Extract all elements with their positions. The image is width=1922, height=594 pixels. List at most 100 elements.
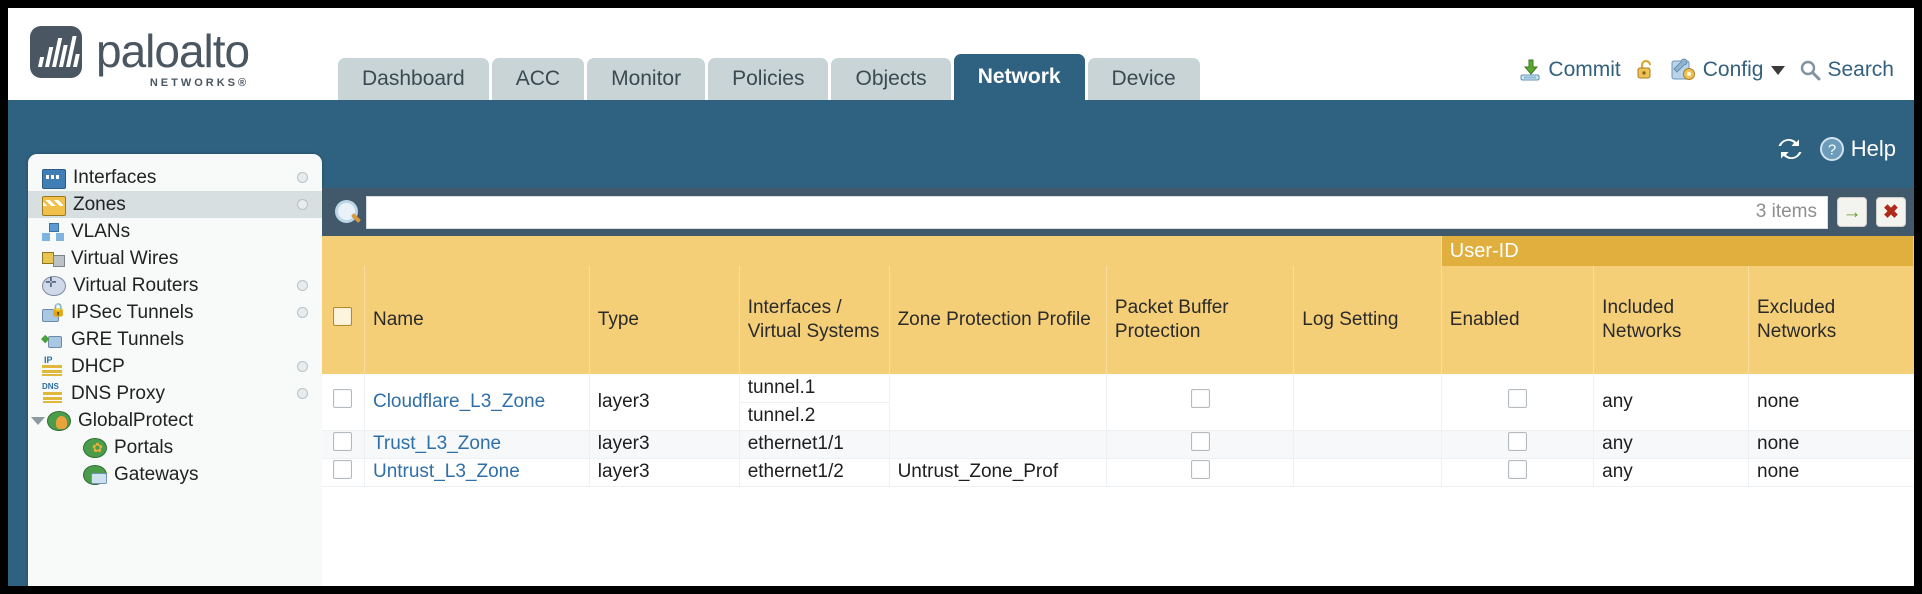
packet-buffer-protection-checkbox[interactable] bbox=[1190, 389, 1210, 409]
zone-name-link[interactable]: Trust_L3_Zone bbox=[372, 433, 502, 454]
chevron-down-icon bbox=[31, 416, 45, 425]
cell-excluded-networks: none bbox=[1748, 374, 1914, 431]
sidebar-item-vlans[interactable]: VLANs bbox=[28, 218, 322, 245]
row-select-cell[interactable] bbox=[322, 430, 365, 459]
cell-name[interactable]: Cloudflare_L3_Zone bbox=[364, 374, 590, 431]
sidebar-item-virtual-wires[interactable]: Virtual Wires bbox=[28, 245, 322, 272]
column-header-packet-buffer-protection[interactable]: Packet Buffer Protection bbox=[1106, 266, 1295, 374]
table-row[interactable]: Cloudflare_L3_Zone layer3 tunnel.1 any n… bbox=[322, 374, 1914, 431]
row-checkbox[interactable] bbox=[333, 459, 353, 479]
row-select-cell[interactable] bbox=[322, 374, 365, 431]
tab-objects[interactable]: Objects bbox=[831, 58, 951, 100]
zones-table: User-ID Name Type Interfaces / Virtual S… bbox=[322, 236, 1914, 487]
cell-type: layer3 bbox=[589, 374, 740, 431]
ipsec-tunnels-icon bbox=[42, 302, 66, 322]
cell-interface: tunnel.1 bbox=[739, 374, 890, 403]
brand-tagline: NETWORKS® bbox=[149, 77, 250, 89]
sidebar-item-gre-tunnels[interactable]: GRE Tunnels bbox=[28, 326, 322, 353]
zone-name-link[interactable]: Cloudflare_L3_Zone bbox=[372, 390, 546, 412]
group-header-user-id: User-ID bbox=[1441, 236, 1914, 266]
column-header-name[interactable]: Name bbox=[364, 266, 590, 374]
refresh-button[interactable] bbox=[1777, 137, 1803, 161]
cell-packet-buffer-protection[interactable] bbox=[1106, 374, 1295, 431]
sub-header-bar: ? Help bbox=[8, 100, 1914, 188]
search-button[interactable]: Search bbox=[1799, 58, 1894, 82]
status-dot bbox=[297, 172, 308, 183]
sidebar-item-label: VLANs bbox=[71, 220, 131, 242]
cell-zone-protection-profile bbox=[889, 374, 1107, 431]
user-id-enabled-checkbox[interactable] bbox=[1507, 431, 1527, 451]
sidebar-item-ipsec-tunnels[interactable]: IPSec Tunnels bbox=[28, 299, 322, 326]
column-header-included-networks[interactable]: Included Networks bbox=[1593, 266, 1750, 374]
column-header-excluded-networks[interactable]: Excluded Networks bbox=[1748, 266, 1914, 374]
expand-collapse-toggle[interactable] bbox=[30, 416, 46, 425]
main-navigation-tabs: Dashboard ACC Monitor Policies Objects N… bbox=[338, 54, 1203, 100]
column-header-interfaces-virtual-systems[interactable]: Interfaces / Virtual Systems bbox=[739, 266, 890, 374]
filter-bar: 3 items → ✖ bbox=[322, 188, 1914, 236]
cell-user-id-enabled[interactable] bbox=[1441, 374, 1595, 431]
select-all-checkbox[interactable] bbox=[333, 306, 353, 326]
column-header-type[interactable]: Type bbox=[589, 266, 740, 374]
table-row[interactable]: Untrust_L3_Zone layer3 ethernet1/2 Untru… bbox=[322, 458, 1914, 487]
column-header-log-setting[interactable]: Log Setting bbox=[1293, 266, 1442, 374]
config-label: Config bbox=[1702, 58, 1764, 81]
cell-log-setting bbox=[1293, 430, 1442, 459]
column-header-enabled[interactable]: Enabled bbox=[1441, 266, 1595, 374]
sidebar-item-label: Zones bbox=[73, 193, 126, 215]
network-sidebar[interactable]: Interfaces Zones VLANs Virtual Wires Vir… bbox=[28, 154, 322, 586]
cell-excluded-networks: none bbox=[1748, 458, 1914, 487]
table-row[interactable]: Trust_L3_Zone layer3 ethernet1/1 any non… bbox=[322, 430, 1914, 459]
help-button[interactable]: ? Help bbox=[1819, 136, 1896, 162]
column-header-zone-protection-profile[interactable]: Zone Protection Profile bbox=[889, 266, 1107, 374]
cell-interface: tunnel.2 bbox=[739, 402, 890, 431]
packet-buffer-protection-checkbox[interactable] bbox=[1190, 459, 1210, 479]
cell-packet-buffer-protection[interactable] bbox=[1106, 430, 1295, 459]
user-id-enabled-checkbox[interactable] bbox=[1507, 389, 1527, 409]
config-icon bbox=[1671, 58, 1695, 80]
sidebar-item-virtual-routers[interactable]: Virtual Routers bbox=[28, 272, 322, 299]
cell-packet-buffer-protection[interactable] bbox=[1106, 458, 1295, 487]
table-group-header-row: User-ID bbox=[322, 236, 1914, 266]
search-input[interactable]: 3 items bbox=[366, 195, 1828, 229]
cell-included-networks: any bbox=[1593, 458, 1750, 487]
sidebar-item-dns-proxy[interactable]: DNS Proxy bbox=[28, 380, 322, 407]
packet-buffer-protection-checkbox[interactable] bbox=[1190, 431, 1210, 451]
header-action-bar: Commit Config bbox=[1518, 58, 1894, 82]
cell-user-id-enabled[interactable] bbox=[1441, 430, 1595, 459]
select-all-header[interactable] bbox=[322, 266, 365, 374]
clear-filter-button[interactable]: ✖ bbox=[1876, 197, 1906, 227]
tab-policies[interactable]: Policies bbox=[708, 58, 829, 100]
lock-button[interactable] bbox=[1635, 58, 1657, 82]
svg-text:?: ? bbox=[1828, 142, 1836, 159]
status-dot bbox=[297, 199, 308, 210]
tab-device[interactable]: Device bbox=[1087, 58, 1200, 100]
cell-name[interactable]: Untrust_L3_Zone bbox=[364, 458, 590, 487]
search-icon[interactable] bbox=[332, 197, 362, 227]
status-dot bbox=[297, 361, 308, 372]
apply-filter-button[interactable]: → bbox=[1837, 197, 1867, 227]
sidebar-item-label: DNS Proxy bbox=[71, 382, 165, 404]
cell-log-setting bbox=[1293, 374, 1442, 431]
sidebar-item-zones[interactable]: Zones bbox=[28, 191, 322, 218]
tab-acc[interactable]: ACC bbox=[491, 58, 585, 100]
sidebar-item-globalprotect[interactable]: GlobalProtect bbox=[28, 407, 322, 434]
sidebar-item-interfaces[interactable]: Interfaces bbox=[28, 164, 322, 191]
sidebar-item-portals[interactable]: Portals bbox=[28, 434, 322, 461]
virtual-wires-icon bbox=[42, 250, 65, 268]
user-id-enabled-checkbox[interactable] bbox=[1507, 459, 1527, 479]
zone-name-link[interactable]: Untrust_L3_Zone bbox=[372, 461, 520, 482]
row-select-cell[interactable] bbox=[322, 458, 365, 487]
cell-name[interactable]: Trust_L3_Zone bbox=[364, 430, 590, 459]
row-checkbox[interactable] bbox=[333, 389, 353, 409]
cell-user-id-enabled[interactable] bbox=[1441, 458, 1595, 487]
sidebar-item-dhcp[interactable]: DHCP bbox=[28, 353, 322, 380]
tab-monitor[interactable]: Monitor bbox=[587, 58, 706, 100]
commit-button[interactable]: Commit bbox=[1518, 58, 1621, 82]
sidebar-item-label: GlobalProtect bbox=[78, 409, 194, 431]
tab-network[interactable]: Network bbox=[953, 54, 1085, 100]
tab-dashboard[interactable]: Dashboard bbox=[338, 58, 489, 100]
sidebar-item-gateways[interactable]: Gateways bbox=[28, 461, 322, 488]
config-menu[interactable]: Config bbox=[1671, 58, 1786, 82]
item-count-label: 3 items bbox=[1755, 201, 1817, 222]
row-checkbox[interactable] bbox=[333, 431, 353, 451]
